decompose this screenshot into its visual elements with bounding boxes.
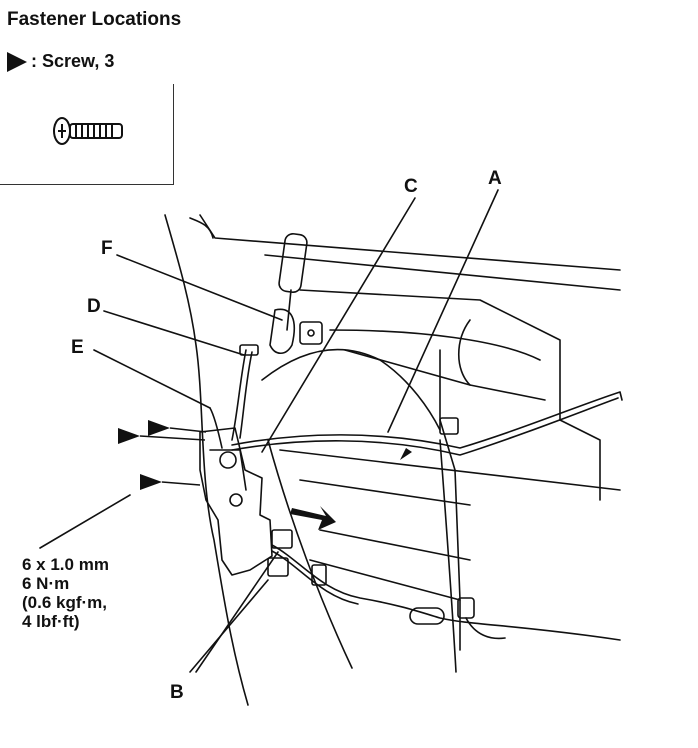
screw-icon bbox=[53, 117, 123, 145]
wire-harness bbox=[271, 544, 621, 641]
callout-a: A bbox=[488, 168, 502, 189]
pull-arrow-icon bbox=[290, 506, 336, 530]
rod-a bbox=[231, 391, 623, 449]
callout-f: F bbox=[101, 238, 113, 259]
door-top-edge bbox=[199, 214, 621, 271]
callout-e: E bbox=[71, 337, 84, 358]
torque-nm: 6 N·m bbox=[22, 574, 70, 593]
screw-illustration-box bbox=[0, 84, 174, 185]
callout-d: D bbox=[87, 296, 101, 317]
door-latch-assembly bbox=[199, 427, 273, 576]
callout-b: B bbox=[170, 682, 184, 703]
pull-arrow-icon bbox=[400, 448, 412, 460]
outside-handle bbox=[278, 232, 308, 294]
triangle-pointer-icon bbox=[7, 51, 27, 72]
screw-legend-text: : Screw, 3 bbox=[31, 51, 115, 71]
door-panel-edge bbox=[164, 214, 249, 706]
torque-spec: 6 x 1.0 mm 6 N·m (0.6 kgf·m, 4 lbf·ft) bbox=[22, 555, 109, 631]
callout-c: C bbox=[404, 176, 418, 197]
screw-legend: : Screw, 3 bbox=[7, 51, 114, 72]
screw-size: 6 x 1.0 mm bbox=[22, 555, 109, 574]
rod-d bbox=[231, 349, 247, 441]
triangle-pointer-icon bbox=[118, 428, 140, 444]
torque-kgf: (0.6 kgf·m, bbox=[22, 593, 108, 612]
door-frame-upper bbox=[264, 254, 621, 291]
rod-c bbox=[261, 348, 441, 431]
screw-pointers bbox=[118, 420, 412, 530]
page-title: Fastener Locations bbox=[7, 9, 182, 30]
triangle-pointer-icon bbox=[148, 420, 170, 436]
rod-e bbox=[209, 407, 223, 449]
torque-lbf: 4 lbf·ft) bbox=[22, 612, 80, 631]
inside-handle-bracket bbox=[269, 308, 296, 355]
door-inner-panel bbox=[279, 449, 621, 491]
triangle-pointer-icon bbox=[140, 474, 162, 490]
